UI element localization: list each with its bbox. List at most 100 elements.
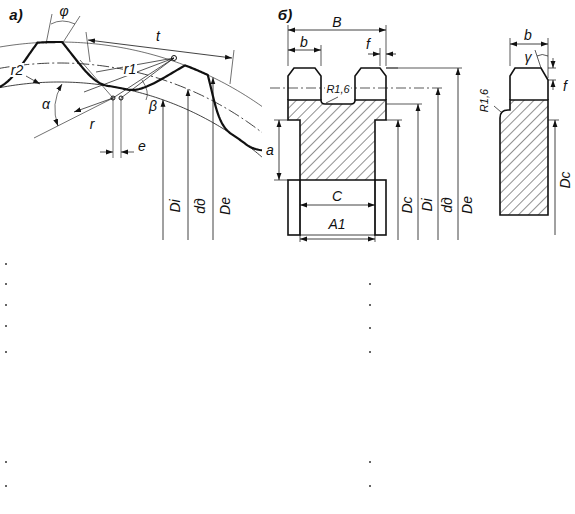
sheet-specks [5,263,371,487]
drawing-stroke [279,120,280,180]
dimension-label: φ [58,4,69,18]
drawing-stroke [288,68,321,100]
dimension-label: Di [420,197,434,212]
dimension-label: Di [168,198,182,213]
radius-line [113,58,174,98]
drawing-stroke [369,351,371,353]
drawing-stroke [537,55,548,57]
drawing-stroke [553,80,554,90]
drawing-stroke [300,235,375,236]
drawing-stroke [368,54,380,55]
drawing-stroke [494,106,501,112]
drawing-stroke [398,120,399,240]
dimension-label: Dc [400,195,414,214]
drawing-stroke [369,485,371,487]
drawing-stroke [288,100,386,180]
drawing-stroke [386,68,462,69]
diameter-dimension [163,100,164,240]
drawing-stroke [355,68,386,100]
angle-line [62,16,80,44]
drawing-stroke [535,50,541,68]
dimension-label: b [523,28,533,42]
dimension-label: а) [8,7,23,22]
dimension-label: C [331,189,343,203]
dimension-label: dд [193,197,207,215]
diameter-dimension [188,89,189,240]
drawing-stroke [300,239,375,240]
dimension-label: a [265,143,275,157]
radius-line [121,58,174,98]
dimension-label: b [299,35,309,49]
angle-arc [55,84,62,126]
radius-line [84,58,174,92]
drawing-stroke [500,100,548,215]
dimension-label: t [155,29,161,43]
drawing-stroke [300,180,301,235]
angle-line [34,98,113,138]
dimension-label: α [41,97,51,111]
offset-dimension [121,152,134,153]
dimension-label: r1 [123,62,137,76]
dimension-label: γ [524,50,533,64]
drawing-stroke [510,38,511,66]
drawing-stroke [369,327,371,329]
drawing-stroke [274,120,288,121]
dimension-label: r [89,117,96,131]
drawing-stroke [300,235,301,242]
drawing-stroke [510,44,548,45]
drawing-stroke [369,283,371,285]
drawing-stroke [5,461,7,463]
radius-leader [26,76,40,84]
drawing-stroke [5,263,7,265]
drawing-stroke [548,80,556,81]
dimension-label: б) [277,7,293,22]
drawing-stroke [5,485,7,487]
dimension-label: De [460,195,474,215]
diameter-dimension [213,77,214,240]
drawing-stroke [438,88,439,240]
extension-line [86,32,90,62]
extension-line [121,98,122,158]
drawing-stroke [418,104,419,240]
drawing-stroke [5,283,7,285]
drawing-stroke [386,120,402,121]
dimension-label: Dc [558,170,572,189]
drawing-stroke [300,205,375,206]
root-circle [0,82,262,193]
offset-dimension [100,152,113,153]
pitch-circle [0,63,262,181]
dimension-label: R1,6 [325,84,350,95]
drawing-stroke [375,235,376,242]
drawing-stroke [288,30,386,31]
drawing-stroke [386,25,387,66]
drawing-stroke [321,45,322,66]
dimension-label: r2 [10,63,24,77]
drawing-stroke [5,325,7,327]
drawing-stroke [288,25,289,66]
drawing-stroke [288,180,300,235]
drawing-stroke [375,180,376,235]
dimension-label: B [331,15,342,29]
drawing-stroke [386,54,396,55]
drawing-stroke [5,351,7,353]
drawing-stroke [548,120,559,121]
tooth-profile [0,42,262,170]
angle-arc [142,80,147,100]
dimension-label: f [562,79,568,93]
drawing-stroke [555,120,556,235]
tooth-profile-view [0,14,262,240]
dimension-label: R1,6 [480,87,491,112]
dimension-label: e [137,139,147,153]
dimension-label: β [148,99,158,113]
sprocket-section-view [270,25,559,242]
drawing-stroke [274,180,288,181]
drawing-stroke [553,58,554,68]
drawing-stroke [369,304,371,306]
angle-line [80,60,113,98]
dimension-label: De [218,196,232,216]
radius-line [74,98,113,112]
drawing-stroke [326,97,338,103]
drawing-stroke [510,68,548,100]
